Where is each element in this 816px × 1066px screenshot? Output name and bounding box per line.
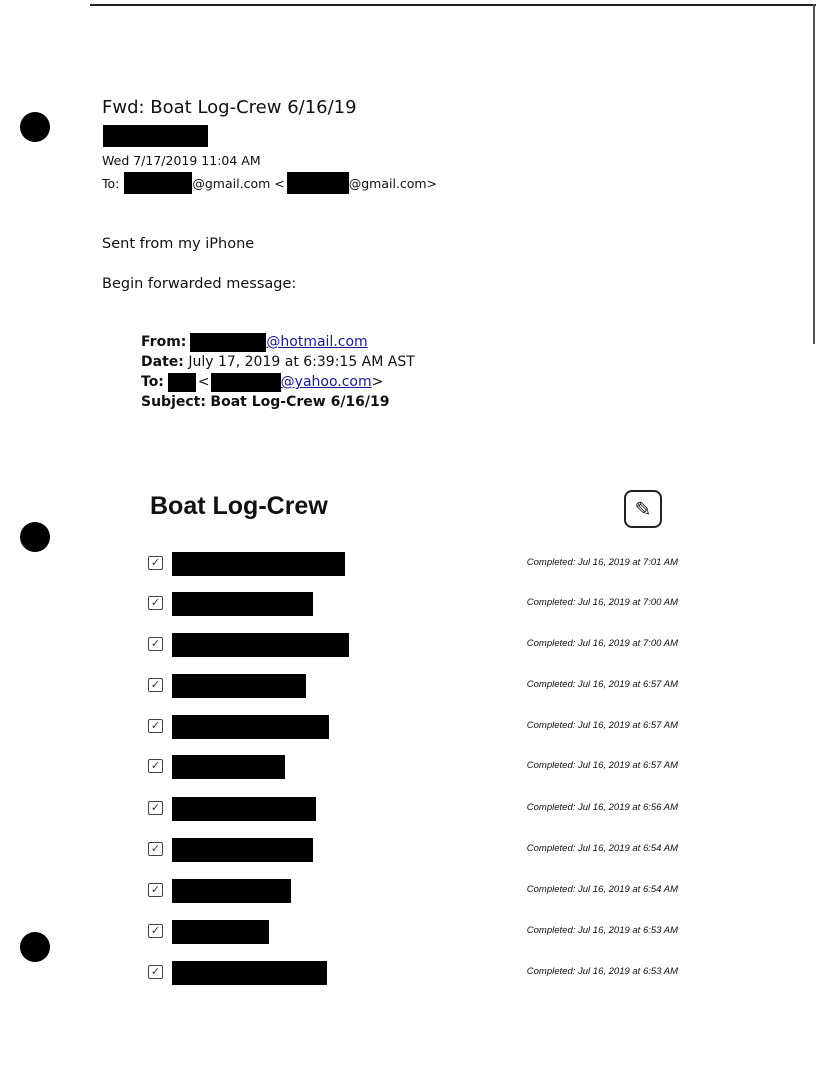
redacted-name bbox=[124, 172, 193, 194]
redacted-item-text bbox=[172, 797, 316, 821]
checked-checkbox-icon[interactable]: ✓ bbox=[148, 678, 163, 692]
log-item: ✓ Completed: Jul 16, 2019 at 7:00 AM bbox=[148, 633, 678, 657]
punch-hole bbox=[20, 112, 50, 142]
to-address: @gmail.com < bbox=[192, 175, 285, 191]
checked-checkbox-icon[interactable]: ✓ bbox=[148, 883, 163, 897]
checked-checkbox-icon[interactable]: ✓ bbox=[148, 556, 163, 570]
email-subject: Fwd: Boat Log-Crew 6/16/19 bbox=[102, 97, 357, 118]
log-item: ✓ Completed: Jul 16, 2019 at 6:57 AM bbox=[148, 715, 678, 739]
to-address: @gmail.com> bbox=[348, 175, 438, 191]
body-line: Begin forwarded message: bbox=[102, 276, 297, 292]
completed-timestamp: Completed: Jul 16, 2019 at 6:53 AM bbox=[526, 966, 678, 977]
completed-timestamp: Completed: Jul 16, 2019 at 6:57 AM bbox=[526, 720, 678, 731]
log-title: Boat Log-Crew bbox=[150, 492, 328, 520]
from-label: From: bbox=[141, 334, 187, 350]
completed-timestamp: Completed: Jul 16, 2019 at 7:00 AM bbox=[526, 638, 678, 649]
to-label: To: bbox=[102, 175, 120, 191]
redacted-item-text bbox=[172, 633, 349, 657]
bracket: < bbox=[197, 374, 210, 390]
redacted-name bbox=[190, 332, 267, 352]
redacted-name bbox=[167, 372, 196, 392]
from-address[interactable]: @hotmail.com bbox=[266, 334, 368, 350]
redacted-item-text bbox=[172, 755, 285, 779]
redacted-item-text bbox=[172, 961, 327, 985]
checked-checkbox-icon[interactable]: ✓ bbox=[148, 596, 163, 610]
checked-checkbox-icon[interactable]: ✓ bbox=[148, 719, 163, 733]
checked-checkbox-icon[interactable]: ✓ bbox=[148, 637, 163, 651]
completed-timestamp: Completed: Jul 16, 2019 at 6:56 AM bbox=[526, 802, 678, 813]
subject-label: Subject: bbox=[141, 394, 206, 410]
redacted-item-text bbox=[172, 879, 291, 903]
completed-timestamp: Completed: Jul 16, 2019 at 6:57 AM bbox=[526, 679, 678, 690]
redacted-item-text bbox=[172, 552, 345, 576]
checked-checkbox-icon[interactable]: ✓ bbox=[148, 842, 163, 856]
redacted-item-text bbox=[172, 920, 269, 944]
date-label: Date: bbox=[141, 354, 184, 370]
completed-timestamp: Completed: Jul 16, 2019 at 6:54 AM bbox=[526, 884, 678, 895]
redacted-name bbox=[210, 372, 281, 392]
redacted-name bbox=[286, 172, 349, 194]
completed-timestamp: Completed: Jul 16, 2019 at 6:53 AM bbox=[526, 925, 678, 936]
subject-value: Boat Log-Crew 6/16/19 bbox=[210, 394, 390, 410]
completed-timestamp: Completed: Jul 16, 2019 at 7:00 AM bbox=[526, 597, 678, 608]
scan-edge-line bbox=[90, 4, 816, 6]
bracket: > bbox=[371, 374, 384, 390]
checked-checkbox-icon[interactable]: ✓ bbox=[148, 801, 163, 815]
redacted-item-text bbox=[172, 592, 313, 616]
log-item: ✓ Completed: Jul 16, 2019 at 6:57 AM bbox=[148, 755, 678, 779]
app-logo-icon: ✎ bbox=[624, 490, 662, 528]
scan-edge-line bbox=[813, 4, 815, 344]
log-item: ✓ Completed: Jul 16, 2019 at 7:00 AM bbox=[148, 592, 678, 616]
redacted-item-text bbox=[172, 838, 313, 862]
redacted-item-text bbox=[172, 674, 306, 698]
completed-timestamp: Completed: Jul 16, 2019 at 6:57 AM bbox=[526, 760, 678, 771]
punch-hole bbox=[20, 522, 50, 552]
log-item: ✓ Completed: Jul 16, 2019 at 6:57 AM bbox=[148, 674, 678, 698]
forwarded-header: From: @hotmail.com Date: July 17, 2019 at… bbox=[141, 332, 481, 412]
body-line: Sent from my iPhone bbox=[102, 236, 255, 252]
log-item: ✓ Completed: Jul 16, 2019 at 6:53 AM bbox=[148, 920, 678, 944]
date-value: July 17, 2019 at 6:39:15 AM AST bbox=[188, 354, 415, 370]
log-item: ✓ Completed: Jul 16, 2019 at 6:56 AM bbox=[148, 797, 678, 821]
to-address[interactable]: @yahoo.com bbox=[280, 374, 372, 390]
redacted-item-text bbox=[172, 715, 329, 739]
checked-checkbox-icon[interactable]: ✓ bbox=[148, 924, 163, 938]
checked-checkbox-icon[interactable]: ✓ bbox=[148, 965, 163, 979]
redacted-sender bbox=[103, 125, 208, 147]
log-item: ✓ Completed: Jul 16, 2019 at 6:53 AM bbox=[148, 961, 678, 985]
completed-timestamp: Completed: Jul 16, 2019 at 7:01 AM bbox=[526, 557, 678, 568]
email-date: Wed 7/17/2019 11:04 AM bbox=[102, 153, 261, 168]
completed-timestamp: Completed: Jul 16, 2019 at 6:54 AM bbox=[526, 843, 678, 854]
log-item: ✓ Completed: Jul 16, 2019 at 7:01 AM bbox=[148, 552, 678, 576]
to-label: To: bbox=[141, 374, 164, 390]
checked-checkbox-icon[interactable]: ✓ bbox=[148, 759, 163, 773]
punch-hole bbox=[20, 932, 50, 962]
log-item: ✓ Completed: Jul 16, 2019 at 6:54 AM bbox=[148, 838, 678, 862]
email-to-line: To: @gmail.com < @gmail.com> bbox=[102, 172, 437, 194]
log-item: ✓ Completed: Jul 16, 2019 at 6:54 AM bbox=[148, 879, 678, 903]
